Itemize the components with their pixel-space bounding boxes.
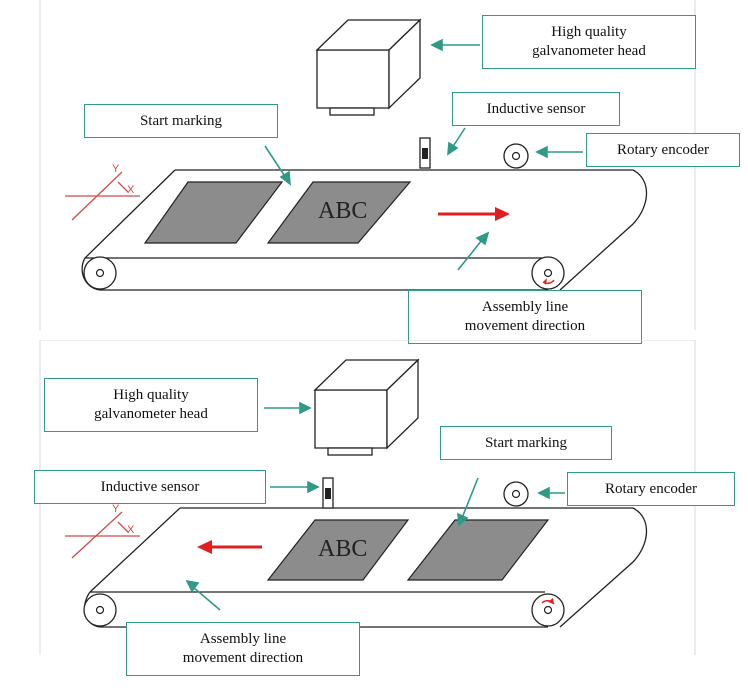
product-marking-text: ABC (318, 198, 367, 224)
product-marked (266, 519, 410, 581)
pointer-arrows (185, 401, 565, 611)
product-blank (406, 519, 550, 581)
start-marking-label-text: Start marking (139, 112, 223, 129)
rotary-encoder-label: Rotary encoder (586, 133, 740, 167)
movement-direction-arrow (197, 540, 262, 554)
bottom-panel: ABC X Y (0, 340, 748, 688)
movement-direction-label-line1: Assembly line (199, 631, 287, 647)
galvanometer-head-label-line2: galvanometer head (532, 43, 646, 59)
galvanometer-head-label-line2: galvanometer head (94, 406, 208, 422)
movement-direction-label: Assembly line movement direction (126, 622, 360, 676)
belt-roller-left (83, 256, 117, 290)
start-marking-label: Start marking (440, 426, 612, 460)
start-marking-label-text: Start marking (484, 434, 568, 451)
inductive-sensor (322, 477, 334, 509)
belt-roller-right (531, 593, 565, 627)
inductive-sensor-label: Inductive sensor (34, 470, 266, 504)
galvanometer-head-label-line1: High quality (551, 24, 627, 40)
inductive-sensor-label-text: Inductive sensor (486, 100, 586, 117)
movement-direction-label-line2: movement direction (464, 318, 586, 334)
axis-y-label: Y (112, 503, 120, 515)
movement-direction-arrow (438, 207, 510, 221)
bottom-diagram: ABC X Y (39, 340, 696, 655)
inductive-sensor (419, 137, 431, 169)
top-panel: ABC X Y (0, 0, 748, 344)
galvanometer-head-label-line1: High quality (113, 387, 189, 403)
product-marked (266, 181, 412, 244)
product-blank (143, 181, 284, 244)
axis-y-label: Y (112, 163, 120, 175)
belt-roller-right (531, 256, 565, 290)
pointer-arrows (264, 38, 583, 271)
galvanometer-head (315, 18, 422, 116)
inductive-sensor-label: Inductive sensor (452, 92, 620, 126)
axes-symbol (65, 171, 140, 221)
movement-direction-label-line1: Assembly line (481, 299, 569, 315)
axes-symbol (65, 511, 140, 559)
rotary-encoder-label: Rotary encoder (567, 472, 735, 506)
rotary-encoder-label-text: Rotary encoder (604, 480, 698, 497)
galvanometer-head-label: High quality galvanometer head (44, 378, 258, 432)
movement-direction-label: Assembly line movement direction (408, 290, 642, 344)
belt-roller-left (83, 593, 117, 627)
galvanometer-head-label: High quality galvanometer head (482, 15, 696, 69)
axis-x-label: X (127, 184, 135, 196)
rotary-encoder (503, 143, 529, 169)
product-marking-text: ABC (318, 536, 367, 562)
galvanometer-head (313, 358, 420, 456)
axis-x-label: X (127, 524, 135, 536)
inductive-sensor-label-text: Inductive sensor (100, 478, 200, 495)
start-marking-label: Start marking (84, 104, 278, 138)
rotary-encoder-label-text: Rotary encoder (616, 141, 710, 158)
rotary-encoder (503, 481, 529, 507)
movement-direction-label-line2: movement direction (182, 650, 304, 666)
